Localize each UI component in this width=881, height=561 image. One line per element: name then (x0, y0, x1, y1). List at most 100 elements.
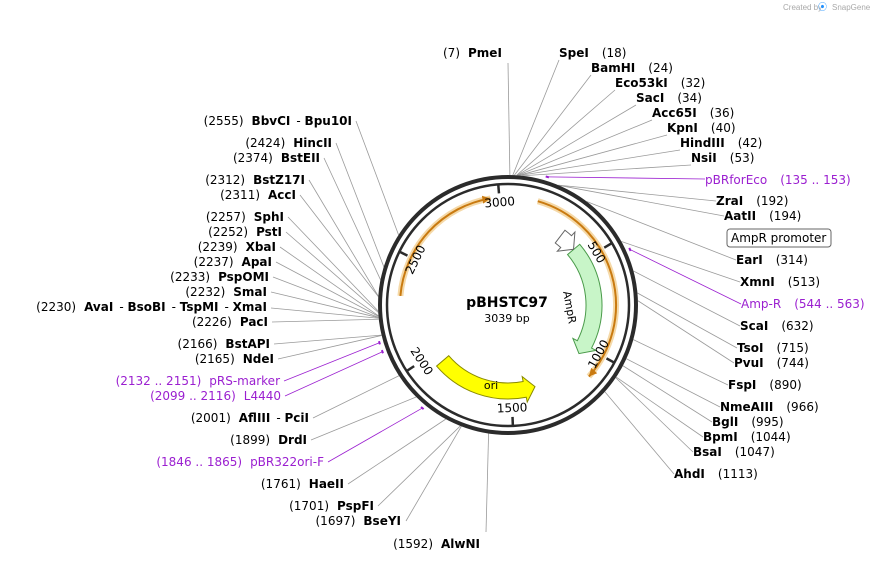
feature-label-ori: ori (484, 379, 498, 392)
site-sphi[interactable]: (2257)SphI (206, 210, 284, 224)
ring-tick-label-2500: 2500 (403, 243, 429, 277)
ampr-promoter-box (726, 228, 832, 248)
primer-prs-marker[interactable]: (2132 .. 2151)pRS-marker (116, 374, 280, 388)
site-leader-17 (626, 358, 721, 408)
site-leader-18 (622, 365, 713, 423)
ring-tick-label-2000: 2000 (407, 345, 435, 378)
site-leader-16 (633, 339, 729, 386)
backbone-inner-strand (385, 182, 631, 428)
primer-leader-0 (547, 176, 706, 180)
site-leader-40 (323, 157, 381, 280)
primer-pbr322ori-f[interactable]: (1846 .. 1865)pBR322ori-F (156, 455, 324, 469)
orange-arrow-line-1 (399, 197, 491, 296)
primer-l4440[interactable]: (2099 .. 2116)L4440 (150, 389, 281, 403)
primer-leader-2 (283, 342, 380, 382)
site-leader-6 (518, 134, 668, 176)
site-leader-19 (615, 376, 704, 438)
plasmid-name: pBHSTC97 (466, 295, 548, 311)
site-leader-5 (517, 119, 653, 176)
site-bbvci-bpu10i[interactable]: (2555)BbvCI- Bpu10I (204, 114, 352, 128)
site-leader-10 (558, 184, 725, 217)
site-leader-14 (637, 292, 738, 349)
site-leader-23 (405, 426, 462, 522)
site-ahdi[interactable]: AhdI(1113) (674, 467, 758, 481)
primer-leader-1 (629, 249, 742, 305)
site-bamhi[interactable]: BamHI(24) (591, 61, 673, 75)
backbone-outer-strand (378, 175, 638, 435)
ori-feature-arrow (435, 354, 536, 404)
site-ndei[interactable]: (2165)NdeI (195, 352, 274, 366)
site-leader-13 (633, 270, 741, 327)
site-leader-26 (310, 396, 417, 441)
site-leader-35 (279, 246, 379, 317)
site-acci[interactable]: (2311)AccI (220, 188, 296, 202)
site-psti[interactable]: (2252)PstI (208, 225, 282, 239)
site-alwni[interactable]: (1592)AlwNI (393, 537, 480, 551)
site-bstz17i[interactable]: (2312)BstZ17I (205, 173, 305, 187)
site-eari[interactable]: EarI(314) (736, 253, 808, 267)
site-pspomi[interactable]: (2233)PspOMI (170, 270, 269, 284)
leader-lines (270, 59, 742, 533)
site-xbai[interactable]: (2239)XbaI (198, 240, 276, 254)
site-bsteii[interactable]: (2374)BstEII (233, 151, 320, 165)
site-hindiii[interactable]: HindIII(42) (680, 136, 762, 150)
site-pspfi[interactable]: (1701)PspFI (289, 499, 374, 513)
site-nsii[interactable]: NsiI(53) (691, 151, 754, 165)
site-xmni[interactable]: XmnI(513) (740, 275, 820, 289)
site-apai[interactable]: (2237)ApaI (194, 255, 272, 269)
primer-amp-r[interactable]: Amp-R(544 .. 563) (741, 297, 865, 311)
site-leader-3 (516, 89, 616, 176)
site-aatii[interactable]: AatII(194) (724, 209, 801, 223)
site-leader-0 (507, 62, 511, 176)
site-fspi[interactable]: FspI(890) (728, 378, 802, 392)
site-leader-7 (519, 149, 681, 176)
site-saci[interactable]: SacI(34) (636, 91, 702, 105)
right-site-labels: (7)PmeI SpeI(18) BamHI(24) Eco53kI(32) S… (443, 46, 865, 481)
site-drdi[interactable]: (1899)DrdI (230, 433, 307, 447)
watermark-brand: SnapGene (832, 3, 871, 12)
site-afliii-pcii[interactable]: (2001)AflIII- PciI (191, 411, 309, 425)
site-bpmi[interactable]: BpmI(1044) (703, 430, 791, 444)
site-leader-33 (272, 276, 379, 318)
site-eco53ki[interactable]: Eco53kI(32) (615, 76, 705, 90)
site-leader-4 (516, 104, 637, 176)
site-leader-32 (270, 291, 379, 319)
site-leader-30 (271, 318, 379, 323)
site-leader-20 (615, 377, 694, 453)
site-bgli[interactable]: BglI(995) (712, 415, 784, 429)
site-leader-28 (277, 335, 382, 360)
ring-tick-500 (603, 242, 613, 249)
left-site-labels: (1592)AlwNI (1697)BseYI (1701)PspFI (176… (36, 114, 480, 551)
ampr-feature-arrow (566, 243, 603, 355)
site-bstapi[interactable]: (2166)BstAPI (178, 337, 270, 351)
primer-pbrforeco[interactable]: pBRforEco(135 .. 153) (705, 173, 851, 187)
site-avai-group[interactable]: (2230)AvaI- BsoBI- TspMI- XmaI (36, 300, 267, 314)
site-bseyi[interactable]: (1697)BseYI (316, 514, 402, 528)
site-leader-31 (270, 307, 379, 319)
site-scai[interactable]: ScaI(632) (740, 319, 814, 333)
site-leader-42 (355, 120, 399, 235)
site-leader-22 (485, 433, 489, 533)
site-leader-41 (335, 142, 385, 267)
site-paci[interactable]: (2226)PacI (192, 315, 268, 329)
primer-mark-2 (378, 340, 381, 345)
site-zrai[interactable]: ZraI(192) (716, 194, 788, 208)
site-leader-12 (621, 241, 741, 283)
site-leader-2 (514, 74, 592, 176)
site-tsoi[interactable]: TsoI(715) (737, 341, 809, 355)
ring-tick-label-1500: 1500 (497, 400, 528, 415)
site-leader-39 (308, 179, 379, 297)
site-smai[interactable]: (2232)SmaI (185, 285, 267, 299)
site-pmei[interactable]: (7)PmeI (443, 46, 502, 60)
site-hincii[interactable]: (2424)HincII (245, 136, 332, 150)
primer-leader-4 (327, 407, 423, 463)
site-acc65i[interactable]: Acc65I(36) (652, 106, 734, 120)
feature-label-ampr: AmpR (560, 290, 579, 325)
site-pvui[interactable]: PvuI(744) (734, 356, 809, 370)
site-kpni[interactable]: KpnI(40) (667, 121, 736, 135)
site-spei[interactable]: SpeI(18) (559, 46, 626, 60)
site-nmeaiii[interactable]: NmeAIII(966) (720, 400, 819, 414)
site-bsai[interactable]: BsaI(1047) (693, 445, 775, 459)
site-haeii[interactable]: (1761)HaeII (261, 477, 344, 491)
